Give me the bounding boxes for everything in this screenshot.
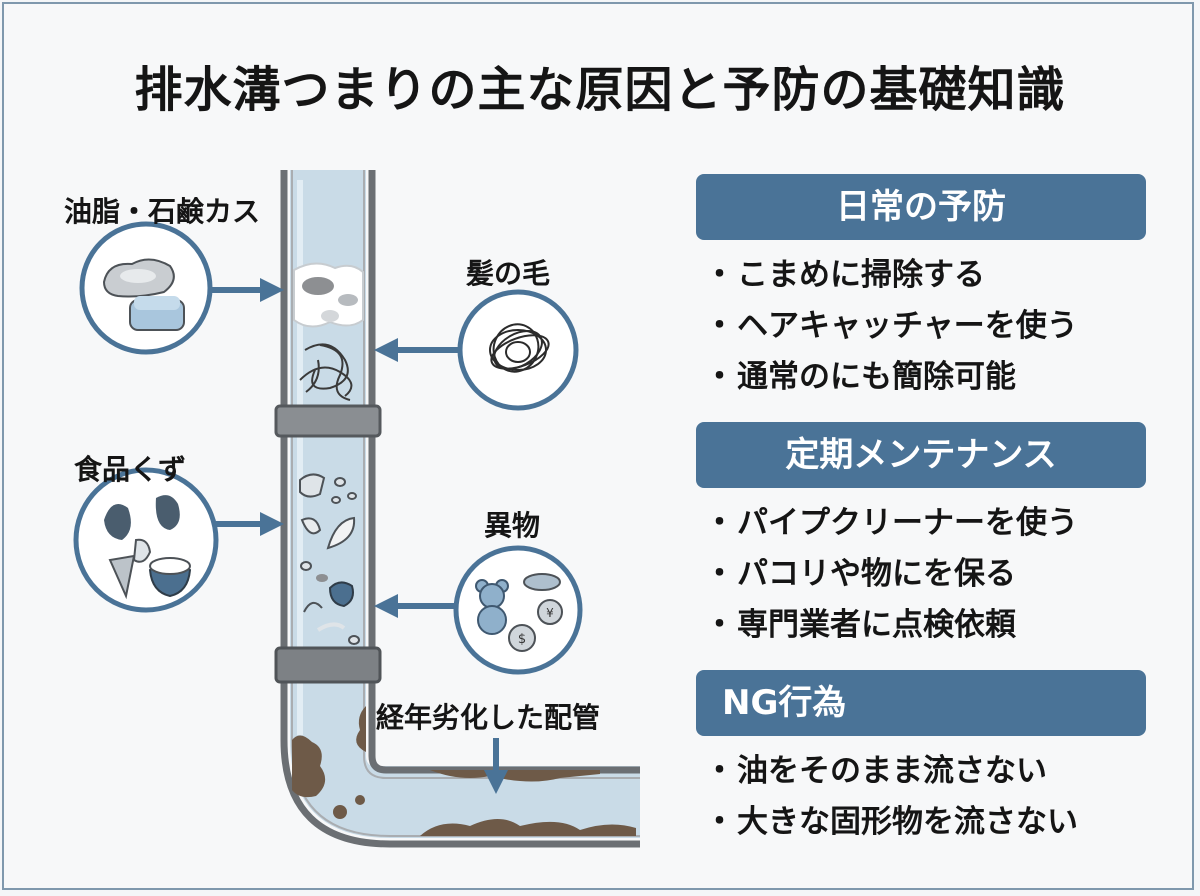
cause-aging-label: 経年劣化した配管: [376, 701, 601, 734]
soap-bar-icon: [129, 296, 185, 331]
list-item: 大きな固形物を流さない: [704, 797, 1078, 848]
teddy-bear-icon: [475, 579, 509, 635]
coin-icon: [523, 573, 561, 591]
aging-sludge: [292, 706, 636, 836]
section-heading-daily: 日常の予防: [696, 174, 1146, 240]
svg-text:¥: ¥: [546, 606, 554, 620]
list-item: 専門業者に点検依頼: [704, 600, 1078, 651]
cause-foreign-label: 異物: [484, 509, 541, 542]
section-heading-ng: NG行為: [696, 670, 1146, 736]
yen-coin-icon: ¥: [537, 599, 563, 625]
svg-text:$: $: [518, 632, 526, 647]
grease-soap-illustration: [79, 221, 213, 355]
pipe-coupling-lower: [274, 646, 382, 684]
vegetables-icon: [104, 495, 180, 600]
section-heading-maintenance: 定期メンテナンス: [696, 422, 1146, 488]
pipe: [280, 170, 640, 848]
food-illustration: [73, 467, 219, 613]
food-clog: [299, 473, 360, 645]
hair-illustration: [457, 289, 579, 411]
list-item: ヘアキャッチャーを使う: [704, 301, 1078, 352]
cause-food-label: 食品くず: [74, 453, 187, 486]
list-item: パコリや物にを保る: [704, 549, 1078, 600]
section-list-maintenance: パイプクリーナーを使う パコリや物にを保る 専門業者に点検依頼: [704, 498, 1078, 651]
list-item: 油をそのまま流さない: [704, 746, 1078, 797]
grease-clog: [293, 262, 364, 328]
arrows: [210, 278, 508, 794]
list-item: パイプクリーナーを使う: [704, 498, 1078, 549]
cause-grease-label: 油脂・石鹸カス: [64, 195, 261, 228]
cause-hair-label: 髪の毛: [466, 257, 551, 290]
rice-bowl-icon: [148, 557, 192, 598]
list-item: こまめに掃除する: [704, 250, 1078, 301]
list-item: 通常のにも簡除可能: [704, 352, 1078, 403]
section-list-daily: こまめに掃除する ヘアキャッチャーを使う 通常のにも簡除可能: [704, 250, 1078, 403]
hair-clog: [299, 343, 353, 401]
section-list-ng: 油をそのまま流さない 大きな固形物を流さない: [704, 746, 1078, 848]
page-title: 排水溝つまりの主な原因と予防の基礎知識: [134, 62, 1066, 118]
foreign-object-illustration: ¥ $: [453, 545, 583, 675]
hair-tangle-icon: [489, 323, 550, 373]
pipe-coupling-upper: [274, 404, 382, 438]
dollar-coin-icon: $: [508, 624, 536, 652]
